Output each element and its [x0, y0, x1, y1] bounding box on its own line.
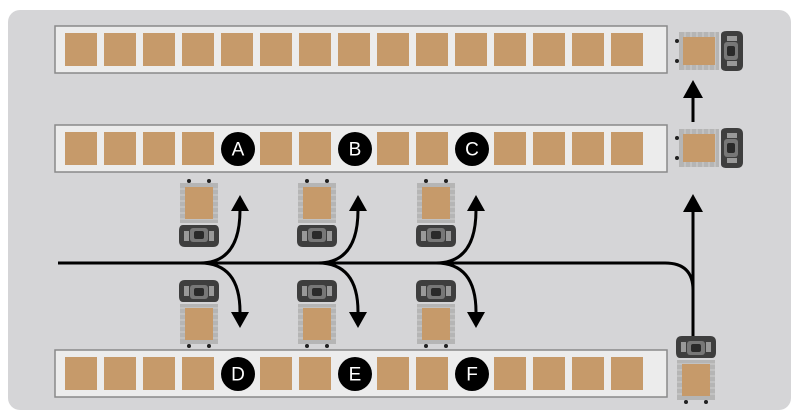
location-label: A	[232, 140, 245, 161]
storage-box	[260, 132, 292, 165]
storage-box	[611, 33, 643, 66]
branch-down-c	[435, 261, 478, 313]
storage-box	[533, 357, 565, 390]
robot-path	[58, 98, 695, 338]
storage-box	[338, 33, 370, 66]
storage-box	[416, 33, 448, 66]
location-marker	[455, 132, 489, 166]
robot-with-cart-icon	[415, 178, 457, 248]
arrow-up-icon	[683, 80, 703, 98]
location-label: F	[466, 365, 478, 386]
storage-box	[611, 357, 643, 390]
rack-row: A B C	[54, 124, 668, 173]
arrow-down-icon	[349, 312, 367, 328]
location-marker	[221, 132, 255, 166]
arrow-down-icon	[467, 312, 485, 328]
storage-box	[377, 357, 409, 390]
location-marker	[221, 357, 255, 391]
location-label: B	[349, 140, 362, 161]
storage-box	[143, 357, 175, 390]
storage-box	[299, 33, 331, 66]
storage-box	[260, 357, 292, 390]
storage-box	[572, 33, 604, 66]
arrow-up-icon	[467, 195, 485, 211]
robot-with-cart-icon	[674, 127, 744, 169]
branch-down-b	[317, 261, 360, 313]
arrow-down-icon	[231, 312, 249, 328]
storage-box	[572, 357, 604, 390]
main-path-line	[58, 250, 695, 291]
storage-box	[377, 132, 409, 165]
rack-row: D E F	[54, 349, 668, 398]
location-marker	[338, 357, 372, 391]
storage-box	[143, 33, 175, 66]
storage-box	[611, 132, 643, 165]
robot-with-cart-icon	[178, 178, 220, 248]
storage-box	[221, 33, 253, 66]
robot-with-cart-icon	[178, 279, 220, 349]
robot-with-cart-icon	[296, 178, 338, 248]
storage-box	[416, 357, 448, 390]
storage-box	[104, 132, 136, 165]
location-marker	[338, 132, 372, 166]
location-label: E	[349, 365, 362, 386]
robot-with-cart-icon	[675, 335, 717, 405]
robot-with-cart-icon	[296, 279, 338, 349]
storage-box	[299, 132, 331, 165]
storage-box	[104, 33, 136, 66]
arrow-up-icon	[231, 195, 249, 211]
storage-box	[104, 357, 136, 390]
storage-box	[182, 132, 214, 165]
storage-box	[377, 33, 409, 66]
arrow-up-icon	[349, 195, 367, 211]
storage-box	[299, 357, 331, 390]
branch-down-a	[199, 261, 242, 313]
storage-box	[182, 357, 214, 390]
storage-box	[572, 132, 604, 165]
storage-box	[260, 33, 292, 66]
storage-box	[182, 33, 214, 66]
arrow-up-icon	[683, 194, 703, 212]
storage-box	[65, 33, 97, 66]
storage-box	[494, 132, 526, 165]
robot-with-cart-icon	[674, 30, 744, 72]
storage-box	[494, 33, 526, 66]
storage-box	[494, 357, 526, 390]
location-label: C	[465, 140, 479, 161]
location-marker	[455, 357, 489, 391]
storage-box	[533, 33, 565, 66]
storage-box	[65, 357, 97, 390]
robot-with-cart-icon	[415, 279, 457, 349]
storage-box	[455, 33, 487, 66]
storage-box	[533, 132, 565, 165]
rack-row	[54, 25, 668, 74]
storage-box	[65, 132, 97, 165]
arrowheads	[231, 80, 703, 328]
storage-box	[143, 132, 175, 165]
location-label: D	[231, 365, 245, 386]
storage-box	[416, 132, 448, 165]
